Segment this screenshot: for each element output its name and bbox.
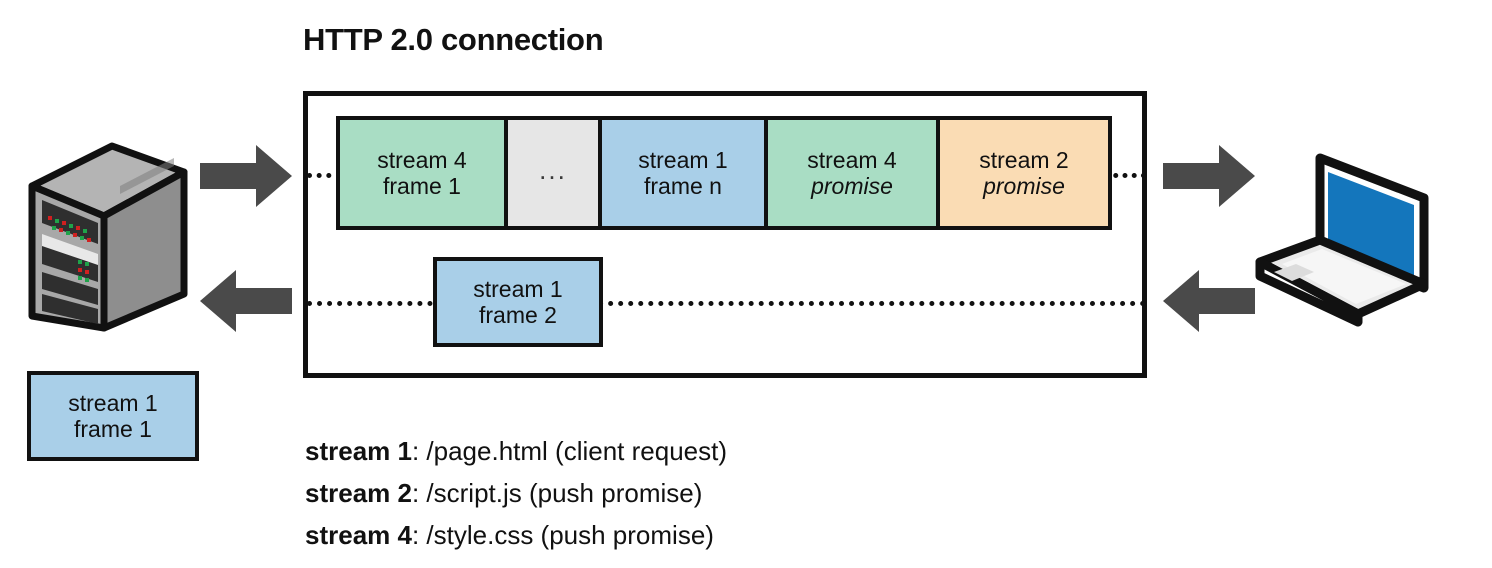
frame-stream-label: stream 4	[807, 146, 897, 173]
frame-stream-label: stream 1	[473, 275, 563, 302]
legend-label: stream 2	[305, 478, 412, 508]
arrow-left-icon-client-outbound	[1163, 270, 1255, 332]
legend-description: : /style.css (push promise)	[411, 520, 714, 550]
frame-stream-label: stream 2	[979, 146, 1069, 173]
frame-detail-label: frame n	[644, 173, 722, 199]
page-title: HTTP 2.0 connection	[303, 22, 604, 57]
frame-detail-label: promise	[811, 173, 893, 199]
frame-stream-label: stream 1	[68, 389, 158, 416]
frame-detail-label: frame 2	[479, 302, 557, 328]
arrow-right-icon-client-inbound	[1163, 145, 1255, 207]
arrow-right-icon-server-outbound	[200, 145, 292, 207]
downstream-line-left-segment	[307, 173, 341, 178]
legend-label: stream 4	[305, 520, 412, 550]
downstream-line-right-segment	[1104, 173, 1146, 178]
frame-stream1-frame2-upstream[interactable]: stream 1 frame 2	[433, 257, 603, 347]
legend-item-stream2: stream 2: /script.js (push promise)	[305, 472, 727, 514]
frame-detail-label: frame 1	[383, 173, 461, 199]
legend-item-stream4: stream 4: /style.css (push promise)	[305, 514, 727, 556]
frame-detail-label: promise	[983, 173, 1065, 199]
frame-stream4-promise[interactable]: stream 4 promise	[768, 120, 940, 226]
downstream-frame-row: stream 4 frame 1 ... stream 1 frame n st…	[336, 116, 1112, 230]
laptop-icon	[1248, 136, 1444, 337]
frame-detail-label: frame 1	[74, 416, 152, 442]
server-tower-icon	[28, 142, 188, 337]
frame-stream1-framen[interactable]: stream 1 frame n	[602, 120, 768, 226]
legend-description: : /script.js (push promise)	[411, 478, 703, 508]
upstream-line	[307, 301, 1146, 306]
ellipsis-icon: ...	[539, 155, 567, 185]
legend-item-stream1: stream 1: /page.html (client request)	[305, 430, 727, 472]
arrow-left-icon-server-inbound	[200, 270, 292, 332]
frame-stream1-frame1-queued[interactable]: stream 1 frame 1	[27, 371, 199, 461]
frame-stream-label: stream 4	[377, 146, 467, 173]
stream-legend: stream 1: /page.html (client request) st…	[305, 430, 727, 556]
legend-label: stream 1	[305, 436, 412, 466]
legend-description: : /page.html (client request)	[411, 436, 728, 466]
frame-stream2-promise[interactable]: stream 2 promise	[940, 120, 1108, 226]
frame-ellipsis-placeholder[interactable]: ...	[508, 120, 602, 226]
frame-stream4-frame1[interactable]: stream 4 frame 1	[340, 120, 508, 226]
frame-stream-label: stream 1	[638, 146, 728, 173]
